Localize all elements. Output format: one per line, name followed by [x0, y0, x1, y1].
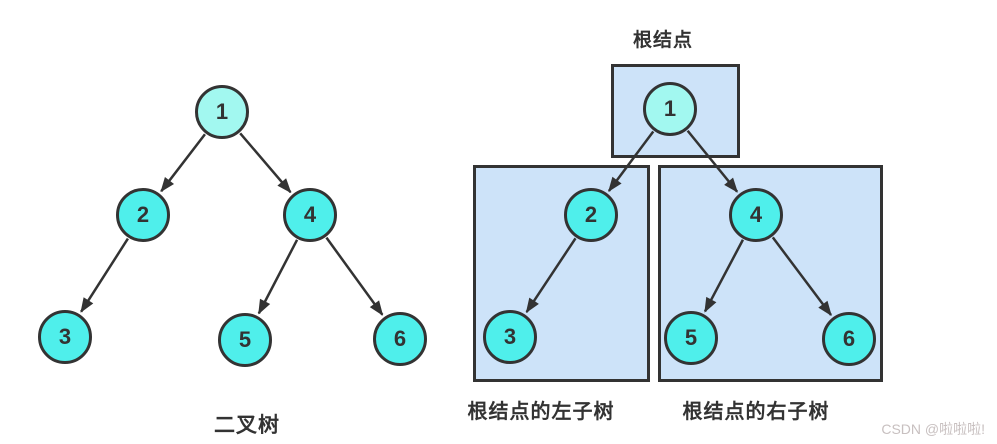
tree-node-5: 5 — [218, 313, 272, 367]
tree-node-2: 2 — [116, 188, 170, 242]
tree-node-5: 5 — [664, 311, 718, 365]
edge-4-6 — [325, 236, 384, 315]
tree-node-4: 4 — [283, 188, 337, 242]
right-subtree-label: 根结点的右子树 — [682, 401, 830, 423]
tree-node-3: 3 — [38, 310, 92, 364]
tree-node-3: 3 — [483, 310, 537, 364]
tree-node-2: 2 — [564, 188, 618, 242]
tree-node-6: 6 — [373, 312, 427, 366]
tree-node-1: 1 — [643, 82, 697, 136]
edge-1-4 — [239, 132, 292, 192]
csdn-watermark: CSDN @啦啦啦! — [881, 421, 985, 437]
edge-2-3 — [80, 237, 129, 312]
edge-4-5 — [257, 239, 299, 314]
tree-node-6: 6 — [822, 312, 876, 366]
binary-tree-caption: 二叉树 — [214, 414, 280, 437]
root-node-title: 根结点 — [632, 30, 693, 51]
tree-node-4: 4 — [729, 188, 783, 242]
edge-1-2 — [160, 133, 206, 191]
tree-node-1: 1 — [195, 85, 249, 139]
left-subtree-label: 根结点的左子树 — [467, 401, 615, 423]
